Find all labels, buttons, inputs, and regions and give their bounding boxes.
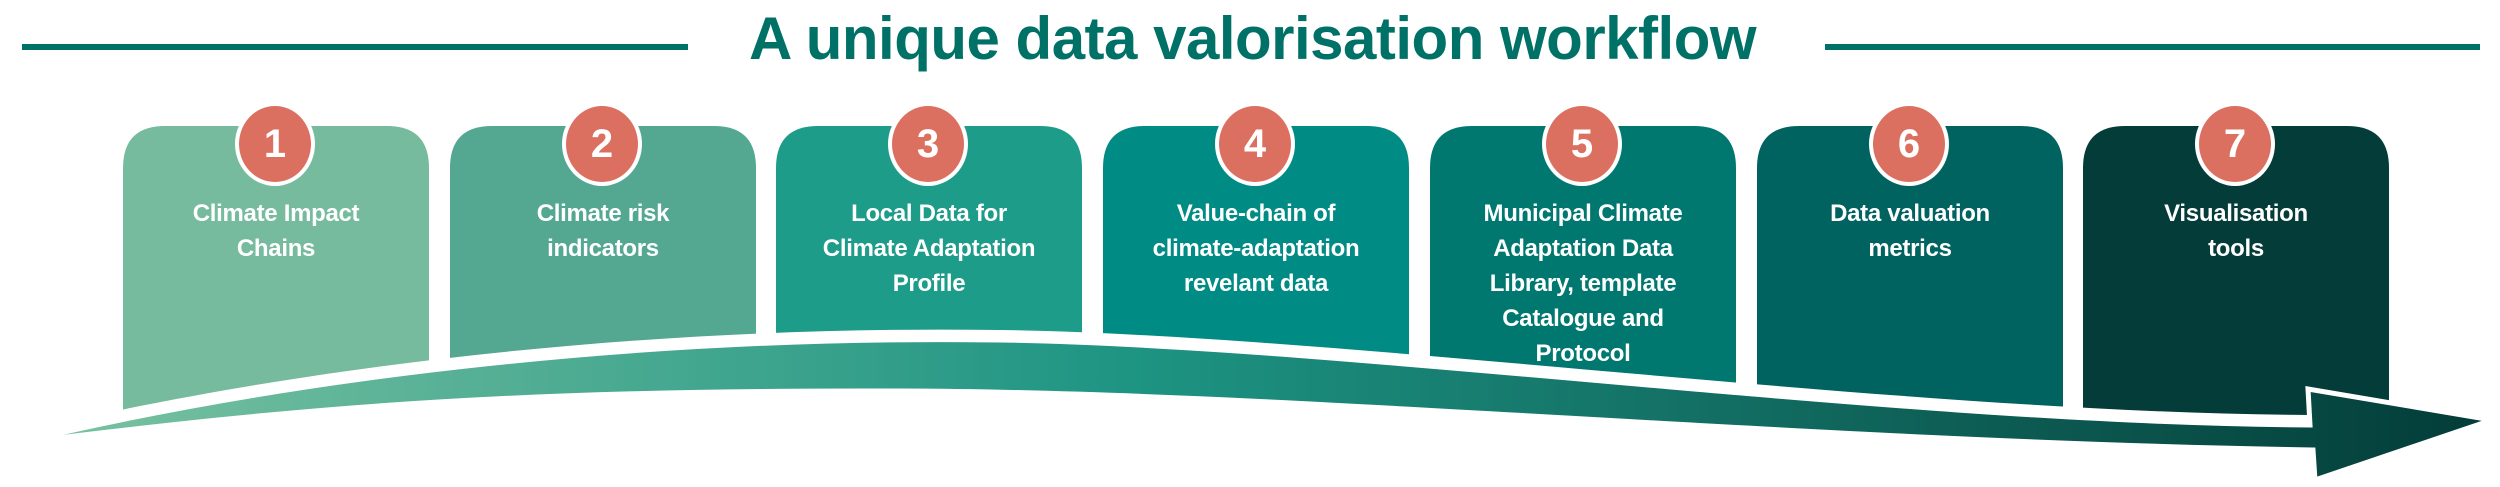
step-number-badge: 7	[2195, 102, 2275, 186]
page-title: A unique data valorisation workflow	[748, 5, 1757, 72]
step-number-badge: 4	[1215, 102, 1295, 186]
step-label: Data valuation metrics	[1830, 200, 1990, 262]
step-number-badge: 2	[562, 102, 642, 186]
step-number-badge: 5	[1542, 102, 1622, 186]
step-label: Visualisation tools	[2164, 200, 2308, 262]
step-label: Local Data for Climate Adaptation Profil…	[822, 200, 1036, 297]
step-label: Climate Impact Chains	[192, 200, 360, 262]
title-rule-left	[22, 44, 688, 50]
title-rule-right	[1825, 44, 2480, 50]
workflow-arrow	[16, 337, 2493, 484]
step-number-badge: 6	[1869, 102, 1949, 186]
step-label: Municipal Climate Adaptation Data Librar…	[1483, 200, 1683, 367]
step-number-badge: 3	[888, 102, 968, 186]
step-label: Value-chain of climate-adaptation revela…	[1152, 200, 1360, 297]
step-label: Climate risk indicators	[536, 200, 670, 262]
step-number-badge: 1	[235, 102, 315, 186]
